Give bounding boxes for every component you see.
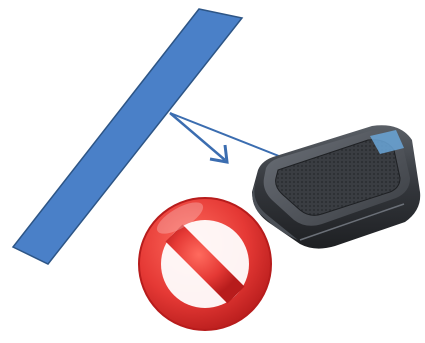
no-symbol-icon xyxy=(139,196,271,330)
conference-speakerphone xyxy=(252,125,420,248)
reflection-arrow-icon xyxy=(170,113,294,162)
